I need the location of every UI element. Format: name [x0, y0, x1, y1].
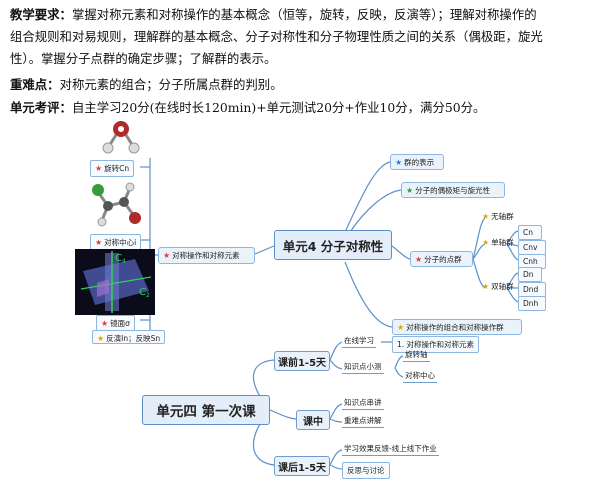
node-group-representation-label: 群的表示 — [404, 157, 435, 167]
teaching-requirements-line3: 性）。掌握分子点群的确定步骤；了解群的表示。 — [10, 51, 277, 66]
node-point-group-label: 分子的点群 — [424, 254, 462, 264]
leaf-double-axis-group[interactable]: ★双轴群 — [480, 281, 516, 293]
star-icon: ★ — [395, 157, 403, 167]
node-operation-combination[interactable]: ★对称操作的组合和对称操作群 — [392, 319, 522, 335]
leaf-double-axis-group-label: 双轴群 — [491, 282, 514, 291]
star-icon: ★ — [482, 238, 490, 247]
leaf-cnv[interactable]: Cnv — [518, 240, 546, 255]
c2-label: C — [139, 287, 146, 298]
key-points-text: 对称元素的组合；分子所属点群的判别。 — [59, 77, 283, 92]
leaf-mirror-plane-label: 镜面σ — [110, 319, 130, 328]
leaf-quiz-inversion-center[interactable]: 对称中心 — [403, 370, 437, 383]
unit4-first-class-center-node[interactable]: 单元四 第一次课 — [142, 395, 270, 425]
star-icon: ★ — [482, 212, 490, 221]
key-points-line: 重难点：对称元素的组合；分子所属点群的判别。 — [10, 74, 283, 96]
node-before-class[interactable]: 课前1-5天 — [274, 351, 330, 371]
star-icon: ★ — [95, 164, 103, 173]
rotation-molecule-image — [96, 116, 146, 158]
node-during-class[interactable]: 课中 — [296, 410, 330, 430]
star-icon: ★ — [397, 322, 405, 332]
inversion-center-molecule-image — [80, 178, 150, 232]
node-dipole-optical[interactable]: ★分子的偶极矩与旋光性 — [401, 182, 505, 198]
teaching-requirements-text1: 掌握对称元素和对称操作的基本概念（恒等，旋转，反映，反演等）；理解对称操作的 — [71, 7, 537, 22]
leaf-rotation-cn[interactable]: ★旋转Cn — [90, 160, 135, 177]
leaf-reflection-discussion[interactable]: 反思与讨论 — [342, 462, 390, 479]
star-icon: ★ — [163, 251, 171, 260]
leaf-feedback-homework[interactable]: 学习效果反馈-线上线下作业 — [342, 443, 439, 456]
c2-subscript: 2 — [146, 292, 150, 299]
leaf-inversion-reflection-label: 反演In；反映Sn — [106, 334, 161, 343]
leaf-dnd[interactable]: Dnd — [518, 282, 546, 297]
node-dipole-optical-label: 分子的偶极矩与旋光性 — [415, 185, 491, 195]
node-point-group[interactable]: ★分子的点群 — [410, 251, 473, 267]
leaf-difficult-points[interactable]: 重难点讲解 — [342, 415, 384, 428]
unit4-center-node[interactable]: 单元4 分子对称性 — [274, 230, 392, 260]
star-icon: ★ — [406, 185, 414, 195]
leaf-rotation-cn-label: 旋转Cn — [104, 164, 130, 173]
leaf-inversion-reflection[interactable]: ★反演In；反映Sn — [92, 330, 166, 344]
mirror-plane-diagram-image: C 4 C 2 — [75, 249, 155, 315]
assessment-text: 自主学习20分(在线时长120min)+单元测试20分+作业10分，满分50分。 — [71, 100, 486, 115]
leaf-quiz[interactable]: 知识点小测 — [342, 361, 384, 374]
leaf-no-axis-group-label: 无轴群 — [491, 212, 514, 221]
leaf-mirror-plane[interactable]: ★镜面σ — [96, 315, 135, 332]
leaf-cn[interactable]: Cn — [518, 225, 542, 240]
leaf-online-item[interactable]: 1. 对称操作和对称元素 — [392, 336, 480, 353]
teaching-requirements-line1: 教学要求：掌握对称元素和对称操作的基本概念（恒等，旋转，反映，反演等）；理解对称… — [10, 4, 537, 26]
leaf-no-axis-group[interactable]: ★无轴群 — [480, 211, 516, 223]
node-after-class[interactable]: 课后1-5天 — [274, 456, 330, 476]
node-group-representation[interactable]: ★群的表示 — [390, 154, 444, 170]
branch-symmetry-operations[interactable]: ★对称操作和对称元素 — [158, 247, 255, 264]
leaf-key-concepts[interactable]: 知识点串讲 — [342, 397, 384, 410]
leaf-quiz-rotation-axis[interactable]: 旋转轴 — [403, 349, 430, 362]
c4-label: C — [115, 253, 122, 264]
star-icon: ★ — [482, 282, 490, 291]
key-points-label: 重难点： — [10, 77, 60, 92]
c4-subscript: 4 — [122, 258, 126, 265]
star-icon: ★ — [95, 238, 103, 247]
leaf-single-axis-group[interactable]: ★单轴群 — [480, 237, 516, 249]
assessment-line: 单元考评：自主学习20分(在线时长120min)+单元测试20分+作业10分，满… — [10, 97, 485, 119]
star-icon: ★ — [101, 319, 109, 328]
leaf-online-study[interactable]: 在线学习 — [342, 335, 376, 348]
teaching-requirements-line2: 组合规则和对易规则，理解群的基本概念、分子对称性和分子物理性质之间的关系（偶极距… — [10, 29, 543, 44]
star-icon: ★ — [97, 334, 105, 343]
leaf-inversion-center-label: 对称中心i — [104, 238, 137, 247]
leaf-dnh[interactable]: Dnh — [518, 296, 546, 311]
leaf-single-axis-group-label: 单轴群 — [491, 238, 514, 247]
branch-symmetry-operations-label: 对称操作和对称元素 — [172, 251, 240, 260]
leaf-dn[interactable]: Dn — [518, 267, 542, 282]
node-operation-combination-label: 对称操作的组合和对称操作群 — [406, 322, 504, 332]
star-icon: ★ — [415, 254, 423, 264]
assessment-label: 单元考评： — [10, 100, 72, 115]
teaching-requirements-label: 教学要求： — [10, 7, 72, 22]
